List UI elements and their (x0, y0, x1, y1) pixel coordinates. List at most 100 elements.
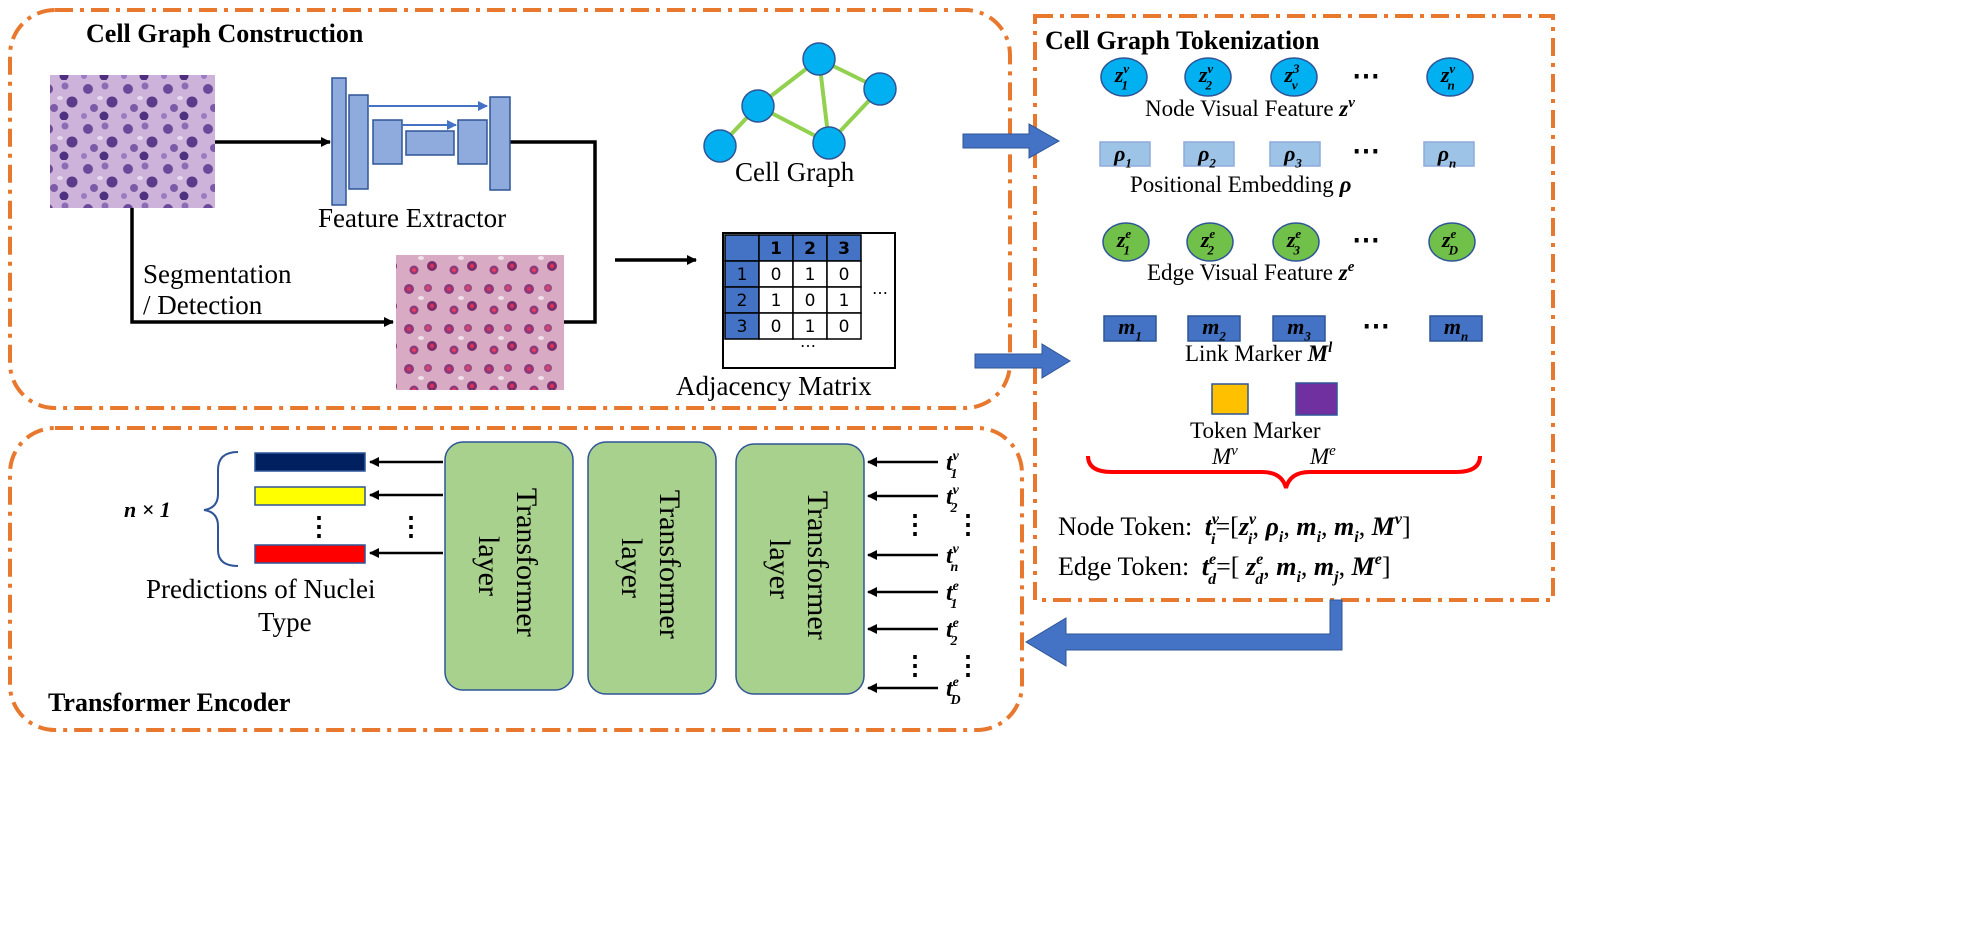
graph-node (802, 42, 836, 76)
adjacency-header-cell (792, 234, 828, 262)
transformer-layer-2: Transformer layer (587, 441, 717, 695)
svg-text:Transformer layer: Transformer layer (763, 491, 834, 647)
adjacency-dots-right: ⋯ (872, 285, 888, 302)
positional-embedding-box (1099, 141, 1151, 167)
link-marker-box (1429, 315, 1483, 342)
node-feature-circle (1100, 57, 1148, 97)
transformer-layer-1: Transformer layer (444, 441, 574, 691)
input-vdots-4: ⋮ (955, 651, 981, 680)
adjacency-cell (758, 260, 794, 288)
prediction-bar-2 (254, 486, 366, 506)
node-feature-dots: ⋯ (1352, 61, 1380, 92)
adjacency-cell-text: 1 (805, 265, 816, 285)
adjacency-cell (826, 260, 862, 288)
arrow-tokenization-to-encoder (1025, 599, 1343, 667)
adjacency-cell (826, 286, 862, 314)
edge-feature-dots: ⋯ (1352, 225, 1380, 256)
positional-embedding-box (1423, 141, 1475, 167)
graph-node (703, 129, 737, 163)
adjacency-cell-text: 1 (805, 317, 816, 337)
svg-text:Transformer layer: Transformer layer (472, 488, 543, 644)
feature-extractor-diagram (331, 77, 511, 206)
graph-node (741, 89, 775, 123)
adjacency-cell-text: 0 (771, 265, 782, 285)
edge-feature-circle (1186, 222, 1234, 262)
token-marker-v-label: Mv (1211, 443, 1238, 469)
tokenization-title: Cell Graph Tokenization (1045, 26, 1320, 55)
adjacency-dots-bottom: ⋯ (800, 338, 816, 355)
adjacency-cell-text: 1 (839, 291, 850, 311)
token-marker-label: Token Marker (1190, 418, 1321, 443)
section-borders (8, 8, 1555, 732)
token-marker-v-box (1211, 383, 1249, 415)
construction-border (8, 8, 1012, 410)
transformer-layers: Transformer layer Transformer layer Tran… (444, 441, 865, 695)
token-marker-e-label: Me (1309, 443, 1336, 469)
link-marker-label-item: m1 (1118, 314, 1142, 344)
positional-embedding-label-item: ρ2 (1197, 141, 1216, 171)
node-feature-circle (1184, 57, 1232, 97)
link-marker-label-item: mn (1444, 314, 1468, 344)
cell-graph-label: Cell Graph (735, 157, 855, 187)
prediction-vdots: ⋮ (306, 512, 332, 541)
positional-embedding-label-item: ρ3 (1283, 141, 1302, 171)
predictions-label-1: Predictions of Nuclei (146, 574, 375, 604)
positional-embedding-box (1269, 141, 1321, 167)
tissue-image-segmented (396, 255, 564, 390)
encoder-title: Transformer Encoder (48, 688, 290, 717)
adjacency-row-header-text: 1 (737, 265, 748, 285)
prediction-brace (203, 451, 239, 567)
adjacency-header-text: 2 (804, 239, 816, 259)
edge-feature-circle (1102, 222, 1150, 262)
adjacency-cell-text: 1 (771, 291, 782, 311)
edge-feature-circle (1428, 222, 1476, 262)
arrow-matrix-to-tokenization (974, 343, 1071, 379)
positional-embedding-label-item: ρ1 (1113, 141, 1132, 171)
output-vdots: ⋮ (398, 512, 424, 541)
input-arrows (867, 457, 938, 693)
feature-extractor-label: Feature Extractor (318, 203, 506, 233)
adjacency-header-text: 1 (770, 239, 782, 259)
pos-dots: ⋯ (1352, 136, 1380, 167)
encoder-border (8, 426, 1024, 732)
construction-title: Cell Graph Construction (86, 19, 364, 48)
adjacency-cell-text: 0 (839, 265, 850, 285)
link-marker-label-item: m3 (1287, 314, 1311, 344)
tokenization-brace (1086, 455, 1482, 489)
arrow-graph-to-tokenization (962, 123, 1061, 159)
adjacency-header-cell (826, 234, 862, 262)
node-feature-circle (1270, 57, 1318, 97)
n-times-1-label: n × 1 (124, 497, 171, 522)
adjacency-header-text: 3 (838, 239, 850, 259)
link-dots: ⋯ (1362, 311, 1390, 342)
adjacency-matrix-label: Adjacency Matrix (676, 371, 872, 401)
adjacency-cell (826, 312, 862, 340)
arrow-image-to-segmentation (130, 208, 394, 327)
adjacency-cell-text: 0 (839, 317, 850, 337)
graph-node (812, 126, 846, 160)
link-marker-box (1187, 315, 1241, 342)
link-marker-box (1103, 315, 1157, 342)
tokenization-border (1033, 14, 1555, 602)
connector-extractor-segmentation (510, 140, 597, 324)
node-feature-circle (1426, 57, 1474, 97)
token-marker-e-box (1295, 382, 1338, 416)
positional-embedding-box (1183, 141, 1235, 167)
positional-embedding-label-item: ρn (1437, 141, 1457, 171)
link-marker-box (1272, 315, 1326, 342)
prediction-bar-3 (254, 544, 366, 564)
